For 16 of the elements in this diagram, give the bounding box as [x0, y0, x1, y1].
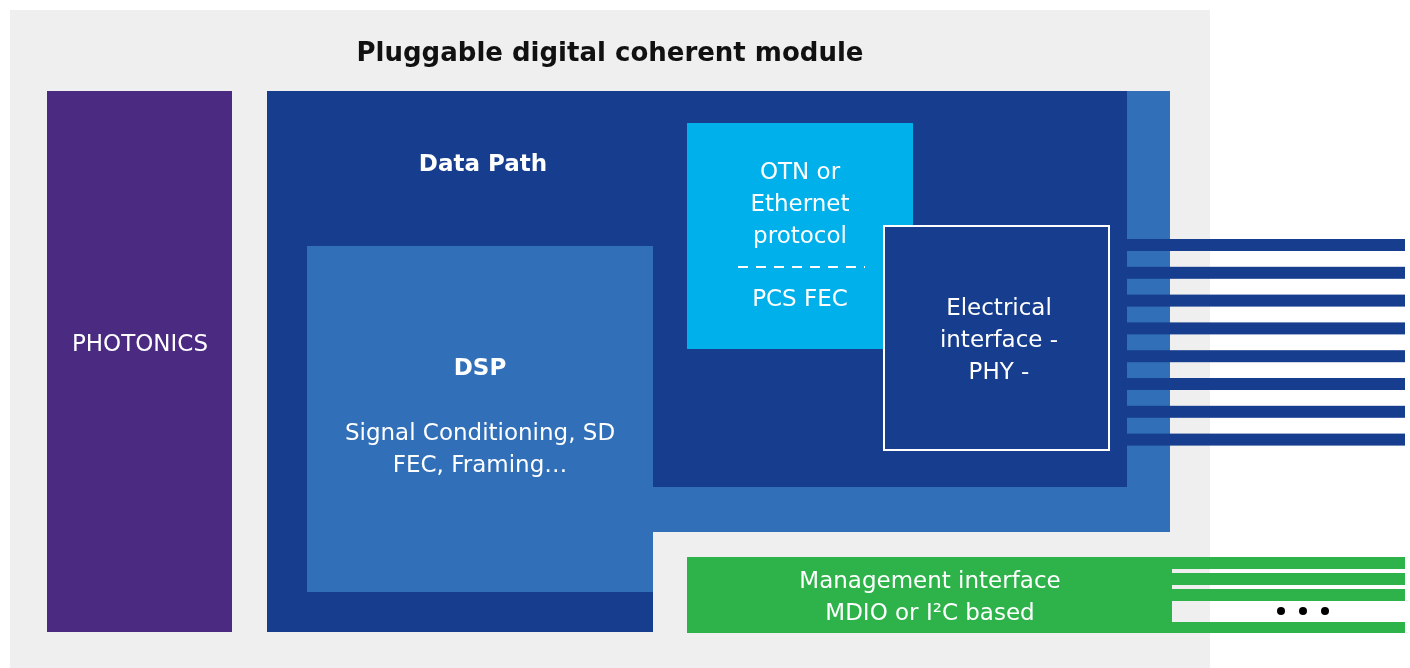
block-description: Signal Conditioning, SD FEC, Framing…	[343, 418, 617, 479]
block-label: OTN or Ethernet protocol	[749, 157, 851, 250]
module-title: Pluggable digital coherent module	[355, 36, 865, 68]
block-heading: DSP	[452, 353, 508, 382]
block-label: Electrical interface - PHY -	[938, 293, 1060, 386]
protocol-block	[687, 123, 913, 349]
block-label: PHOTONICS	[70, 329, 210, 358]
block-heading: Data Path	[417, 149, 549, 178]
module-panel	[10, 10, 1210, 668]
data-path-block	[267, 91, 1127, 632]
dsp-block	[307, 246, 653, 592]
block-label: PCS FEC	[751, 284, 849, 313]
interface-block	[883, 225, 1110, 451]
block-label: Management interface MDIO or I²C based	[798, 566, 1062, 627]
photonics-block	[47, 91, 232, 632]
management-block	[687, 557, 1172, 633]
